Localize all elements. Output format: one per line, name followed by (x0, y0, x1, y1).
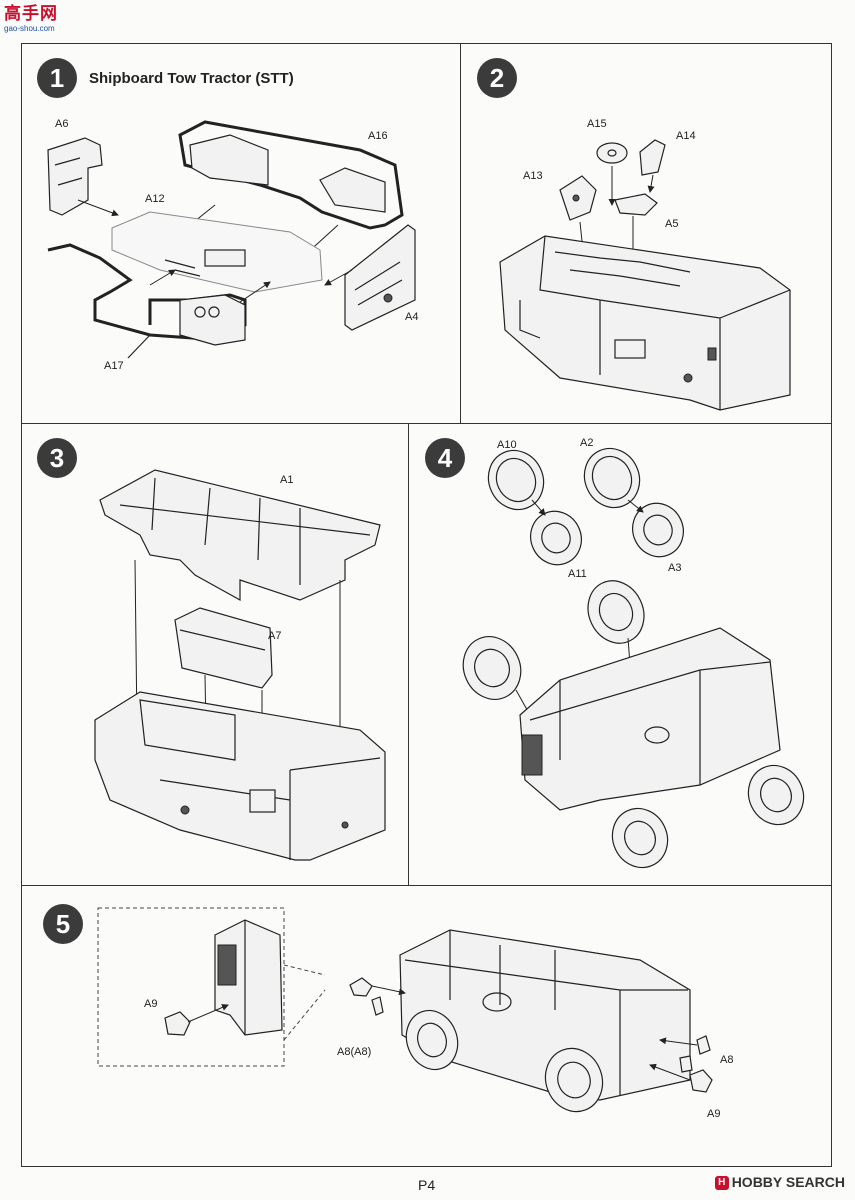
label-a6: A6 (55, 118, 69, 130)
page-number: P4 (418, 1177, 436, 1193)
step5-diagram (97, 907, 713, 1113)
step-4-badge: 4 (425, 438, 465, 478)
label-a2: A2 (580, 437, 594, 449)
label-a3: A3 (668, 562, 682, 574)
label-a4: A4 (405, 311, 419, 323)
label-a9-closeup: A9 (144, 998, 158, 1010)
hobby-search-logo-icon: H (714, 1176, 729, 1191)
label-a5: A5 (665, 218, 679, 230)
divider-h1 (21, 423, 832, 425)
label-a12: A12 (145, 193, 165, 205)
instruction-sheet (21, 43, 832, 1167)
divider-h2 (21, 885, 832, 887)
label-a15: A15 (587, 118, 607, 130)
label-a13: A13 (523, 170, 543, 182)
label-a7: A7 (268, 630, 282, 642)
step-1-title: Shipboard Tow Tractor (STT) (89, 70, 294, 87)
step-5-badge: 5 (43, 904, 83, 944)
label-a11: A11 (568, 568, 587, 580)
divider-row2 (408, 423, 410, 886)
label-a16: A16 (368, 130, 388, 142)
label-a17: A17 (104, 360, 124, 372)
step3-diagram (94, 469, 386, 861)
step-2-badge: 2 (477, 58, 517, 98)
label-a8: A8 (720, 1054, 734, 1066)
footer-brand-text: HOBBY SEARCH (731, 1174, 845, 1190)
label-a8-pair: A8(A8) (337, 1046, 372, 1058)
label-a1: A1 (280, 474, 294, 486)
step-3-badge: 3 (37, 438, 77, 478)
label-a10: A10 (497, 439, 517, 451)
step1-diagram (47, 120, 416, 359)
step2-diagram (499, 139, 791, 411)
logo-url: gao-shou.com (4, 24, 55, 33)
step-1-badge: 1 (37, 58, 77, 98)
step4-diagram (462, 447, 805, 869)
label-a9: A9 (707, 1108, 721, 1120)
divider-row1 (460, 43, 462, 424)
logo-brand: 高手网 (4, 4, 58, 24)
site-logo: 高手网 gao-shou.com (4, 4, 74, 38)
label-a14: A14 (676, 130, 696, 142)
